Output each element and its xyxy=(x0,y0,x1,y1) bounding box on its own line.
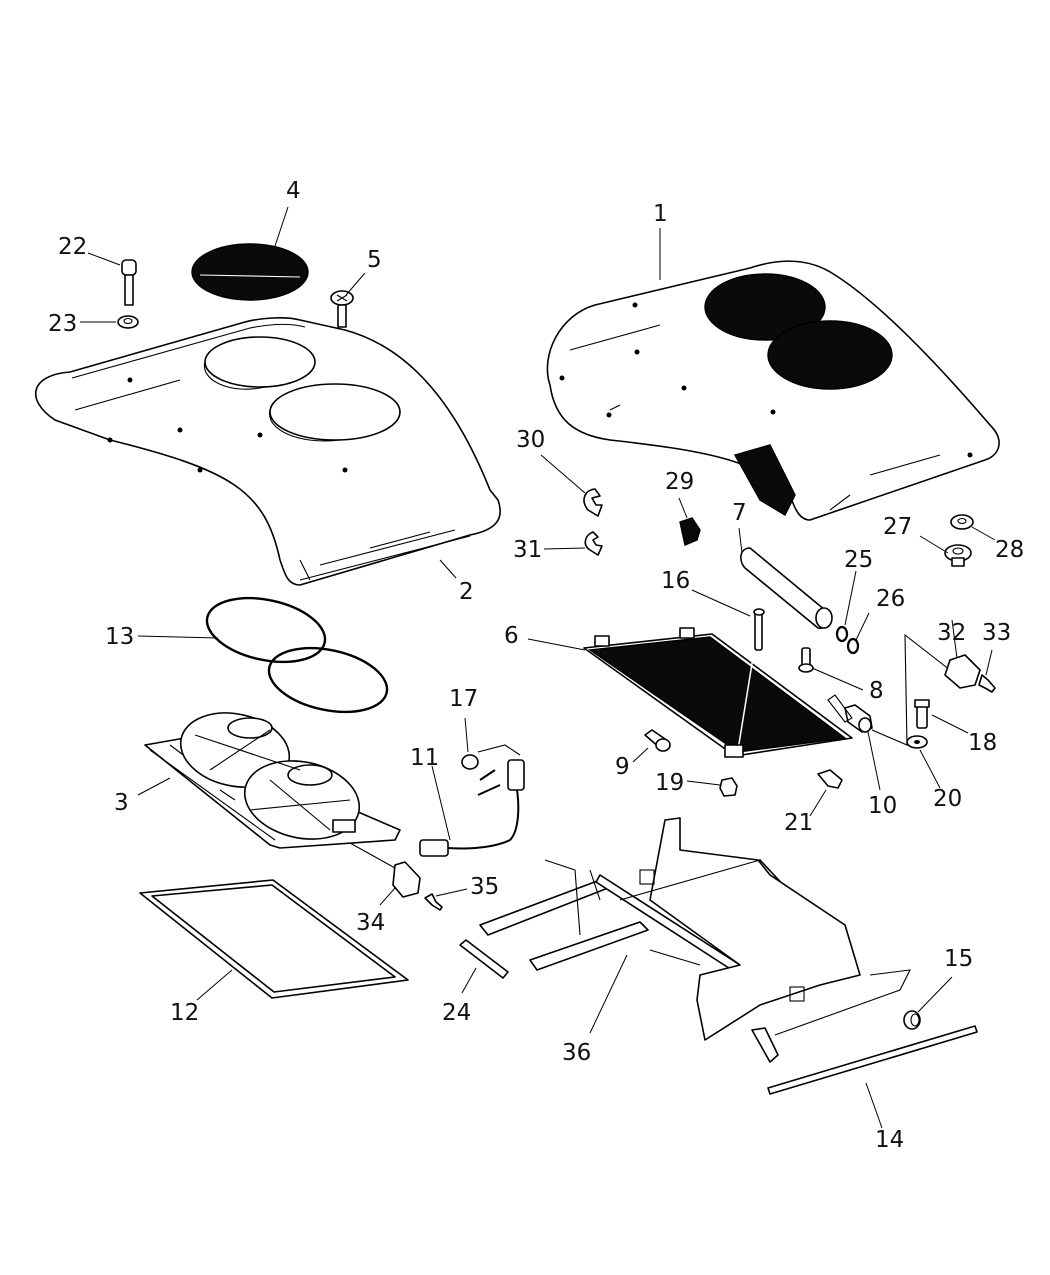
part-26-o-ring[interactable] xyxy=(846,637,860,655)
callout-23: 23 xyxy=(48,311,77,337)
callout-8: 8 xyxy=(869,678,884,704)
part-23-washer[interactable] xyxy=(117,315,139,329)
part-21-clip[interactable] xyxy=(817,769,843,789)
callout-30: 30 xyxy=(516,427,545,453)
callout-5: 5 xyxy=(367,247,382,273)
callout-29: 29 xyxy=(665,469,694,495)
part-1-outer-roof-shroud[interactable] xyxy=(546,260,1000,521)
callout-24: 24 xyxy=(442,1000,471,1026)
callout-22: 22 xyxy=(58,234,87,260)
callout-1: 1 xyxy=(653,201,668,227)
callout-6: 6 xyxy=(504,623,519,649)
callout-13: 13 xyxy=(105,624,134,650)
callout-9: 9 xyxy=(615,754,630,780)
part-19-nut[interactable] xyxy=(719,777,738,797)
callout-7: 7 xyxy=(732,500,747,526)
part-34-connector-housing[interactable] xyxy=(392,861,421,898)
part-29-bracket[interactable] xyxy=(679,517,701,546)
part-6-condenser[interactable] xyxy=(583,627,853,758)
callout-18: 18 xyxy=(968,730,997,756)
callout-28: 28 xyxy=(995,537,1024,563)
part-17-connector[interactable] xyxy=(461,744,521,770)
callout-4: 4 xyxy=(286,178,301,204)
callout-12: 12 xyxy=(170,1000,199,1026)
part-12-seal-frame[interactable] xyxy=(139,879,409,999)
callout-3: 3 xyxy=(114,790,129,816)
part-16-rod[interactable] xyxy=(753,608,765,651)
part-24-seal-strip[interactable] xyxy=(459,939,509,979)
callout-31: 31 xyxy=(513,537,542,563)
part-11-wiring-harness[interactable] xyxy=(419,759,525,857)
part-36-support-frame[interactable] xyxy=(479,817,911,1063)
part-4-fan-grille[interactable] xyxy=(191,243,309,301)
part-28-washer[interactable] xyxy=(950,514,974,530)
callout-labels: 1 2 3 4 5 6 7 8 9 10 11 12 13 14 15 16 1… xyxy=(48,178,1024,1153)
part-20-washer[interactable] xyxy=(906,735,928,749)
part-30-clip[interactable] xyxy=(583,488,603,517)
callout-10: 10 xyxy=(868,793,897,819)
part-2-roof-shroud[interactable] xyxy=(34,317,501,586)
callout-33: 33 xyxy=(982,620,1011,646)
part-15-grommet[interactable] xyxy=(903,1010,921,1030)
part-14-seal-strip[interactable] xyxy=(767,1025,978,1095)
part-9-bolt[interactable] xyxy=(644,729,671,752)
callout-35: 35 xyxy=(470,874,499,900)
callout-19: 19 xyxy=(655,770,684,796)
callout-15: 15 xyxy=(944,946,973,972)
part-22-bolt[interactable] xyxy=(121,259,137,306)
callout-36: 36 xyxy=(562,1040,591,1066)
part-31-clip[interactable] xyxy=(584,531,603,556)
callout-17: 17 xyxy=(449,686,478,712)
part-10-pressure-switch[interactable] xyxy=(827,694,873,733)
callout-14: 14 xyxy=(875,1127,904,1153)
part-32-connector-housing[interactable] xyxy=(944,654,981,689)
callout-16: 16 xyxy=(661,568,690,594)
part-35-terminal[interactable] xyxy=(424,893,443,911)
part-8-bolt[interactable] xyxy=(798,647,814,673)
leader-lines xyxy=(80,206,996,1129)
part-3-twin-fan-module[interactable] xyxy=(144,703,401,849)
part-33-terminal[interactable] xyxy=(978,674,996,693)
part-18-bolt[interactable] xyxy=(914,699,930,729)
callout-25: 25 xyxy=(844,547,873,573)
part-25-o-ring[interactable] xyxy=(835,625,849,643)
callout-2: 2 xyxy=(459,579,474,605)
callout-21: 21 xyxy=(784,810,813,836)
callout-34: 34 xyxy=(356,910,385,936)
callout-26: 26 xyxy=(876,586,905,612)
part-13-fan-ring-seals[interactable] xyxy=(201,588,393,722)
callout-32: 32 xyxy=(937,620,966,646)
part-27-grommet[interactable] xyxy=(944,544,972,567)
part-7-receiver-drier[interactable] xyxy=(740,547,833,629)
callout-20: 20 xyxy=(933,786,962,812)
callout-11: 11 xyxy=(410,745,439,771)
callout-27: 27 xyxy=(883,514,912,540)
part-5-screw[interactable] xyxy=(330,290,354,328)
